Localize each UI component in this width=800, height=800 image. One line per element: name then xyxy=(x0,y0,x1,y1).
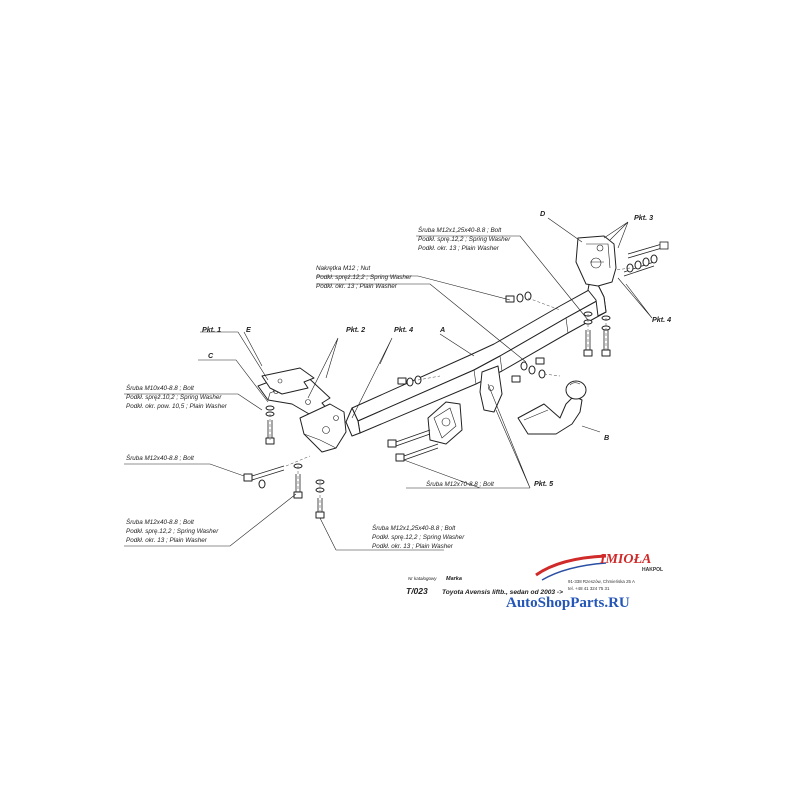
left-lower-bracket xyxy=(299,403,347,453)
svg-text:Podkł. spręż.12,2 ; Spring Was: Podkł. spręż.12,2 ; Spring Washer xyxy=(316,274,412,281)
callout-pkt4-left: Pkt. 4 xyxy=(394,325,413,334)
callout-c: C xyxy=(208,351,214,360)
svg-text:Podkł. sprę.12,2 ; Spring Wash: Podkł. sprę.12,2 ; Spring Washer xyxy=(126,528,219,535)
svg-text:Śruba M12x40-8.8 ; Bolt: Śruba M12x40-8.8 ; Bolt xyxy=(126,453,194,462)
main-beam-a xyxy=(345,278,607,437)
svg-text:Śruba M12x70-8.8 ; Bolt: Śruba M12x70-8.8 ; Bolt xyxy=(426,479,494,488)
callout-b: B xyxy=(604,433,609,442)
catalog-code-caption: Nr katalogowy xyxy=(408,576,437,581)
svg-text:Podkł. okr. 13 ; Plain Washer: Podkł. okr. 13 ; Plain Washer xyxy=(418,245,500,252)
callouts: D Pkt. 3 Pkt. 4 Pkt. 1 E Pkt. 2 Pkt. 4 A… xyxy=(202,209,671,488)
vehicle-model: Toyota Avensis liftb., sedan od 2003 -> xyxy=(442,589,563,596)
svg-text:Podkł. spręż.10,2 ; Spring Was: Podkł. spręż.10,2 ; Spring Washer xyxy=(126,394,222,401)
note-top-right: Śruba M12x1,25x40-8.8 ; Bolt Podkł. sprę… xyxy=(418,225,511,252)
socket-plate xyxy=(427,401,463,445)
right-bracket-d xyxy=(575,235,617,287)
center-hanger xyxy=(479,365,503,413)
logo-sub: HAKPOL xyxy=(642,567,663,573)
logo-brand: IMIOŁA xyxy=(599,552,651,567)
svg-text:Podkł. okr. pow. 10,5 ; Plain: Podkł. okr. pow. 10,5 ; Plain Washer xyxy=(126,403,228,410)
callout-pkt2: Pkt. 2 xyxy=(346,325,365,334)
note-nut: Nakrętka M12 ; Nut Podkł. spręż.12,2 ; S… xyxy=(316,265,412,290)
leader-lines xyxy=(124,217,653,551)
callout-pkt3: Pkt. 3 xyxy=(634,213,653,222)
callout-e: E xyxy=(246,325,251,334)
make-caption: Marka xyxy=(446,576,462,582)
svg-text:Nakrętka M12 ; Nut: Nakrętka M12 ; Nut xyxy=(316,265,370,272)
callout-pkt1: Pkt. 1 xyxy=(202,325,221,334)
svg-text:Śruba M12x40-8.8 ; Bolt: Śruba M12x40-8.8 ; Bolt xyxy=(126,517,194,526)
svg-text:Śruba M12x1,25x40-8.8 ; Bolt: Śruba M12x1,25x40-8.8 ; Bolt xyxy=(372,523,456,532)
note-m12x70: Śruba M12x70-8.8 ; Bolt xyxy=(426,479,494,488)
alignment-lines xyxy=(269,267,631,512)
note-left-m10: Śruba M10x40-8.8 ; Bolt Podkł. spręż.10,… xyxy=(126,383,228,410)
logo-address-1: 91-338 Rzeszów, Chmieńska 25 A xyxy=(568,579,635,584)
callout-d: D xyxy=(540,209,545,218)
note-bottom-left: Śruba M12x40-8.8 ; Bolt Podkł. sprę.12,2… xyxy=(126,517,219,544)
callout-pkt5: Pkt. 5 xyxy=(534,479,554,488)
svg-text:Podkł. sprę.12,2 ; Spring Was: Podkł. sprę.12,2 ; Spring Washer xyxy=(418,236,511,243)
catalog-code: T/023 xyxy=(406,586,428,596)
svg-text:Podkł. okr. 13 ; Plain Washer: Podkł. okr. 13 ; Plain Washer xyxy=(372,543,454,550)
title-block: Nr katalogowy T/023 Marka Toyota Avensis… xyxy=(406,576,563,596)
watermark-text: AutoShopParts.RU xyxy=(506,595,630,611)
autoshopparts-watermark: AutoShopParts.RU xyxy=(506,595,630,611)
note-left-m12: Śruba M12x40-8.8 ; Bolt xyxy=(126,453,194,462)
callout-pkt4-right: Pkt. 4 xyxy=(652,315,671,324)
note-bottom-mid: Śruba M12x1,25x40-8.8 ; Bolt Podkł. sprę… xyxy=(372,523,465,550)
svg-text:Podkł. okr. 13 ; Plain Washer: Podkł. okr. 13 ; Plain Washer xyxy=(316,283,398,290)
imiola-logo: IMIOŁA HAKPOL 91-338 Rzeszów, Chmieńska … xyxy=(535,552,663,591)
svg-text:Podkł. sprę.12,2 ; Spring Wash: Podkł. sprę.12,2 ; Spring Washer xyxy=(372,534,465,541)
left-plate-e xyxy=(261,367,315,395)
ball-neck-b xyxy=(517,380,587,435)
svg-text:Śruba M10x40-8.8 ; Bolt: Śruba M10x40-8.8 ; Bolt xyxy=(126,383,194,392)
svg-text:Śruba M12x1,25x40-8.8 ; Bolt: Śruba M12x1,25x40-8.8 ; Bolt xyxy=(418,225,502,234)
svg-text:Podkł. okr. 13 ; Plain Washer: Podkł. okr. 13 ; Plain Washer xyxy=(126,537,208,544)
logo-address-2: tel. +48 41 324 75 31 xyxy=(568,586,610,591)
callout-a: A xyxy=(439,325,445,334)
